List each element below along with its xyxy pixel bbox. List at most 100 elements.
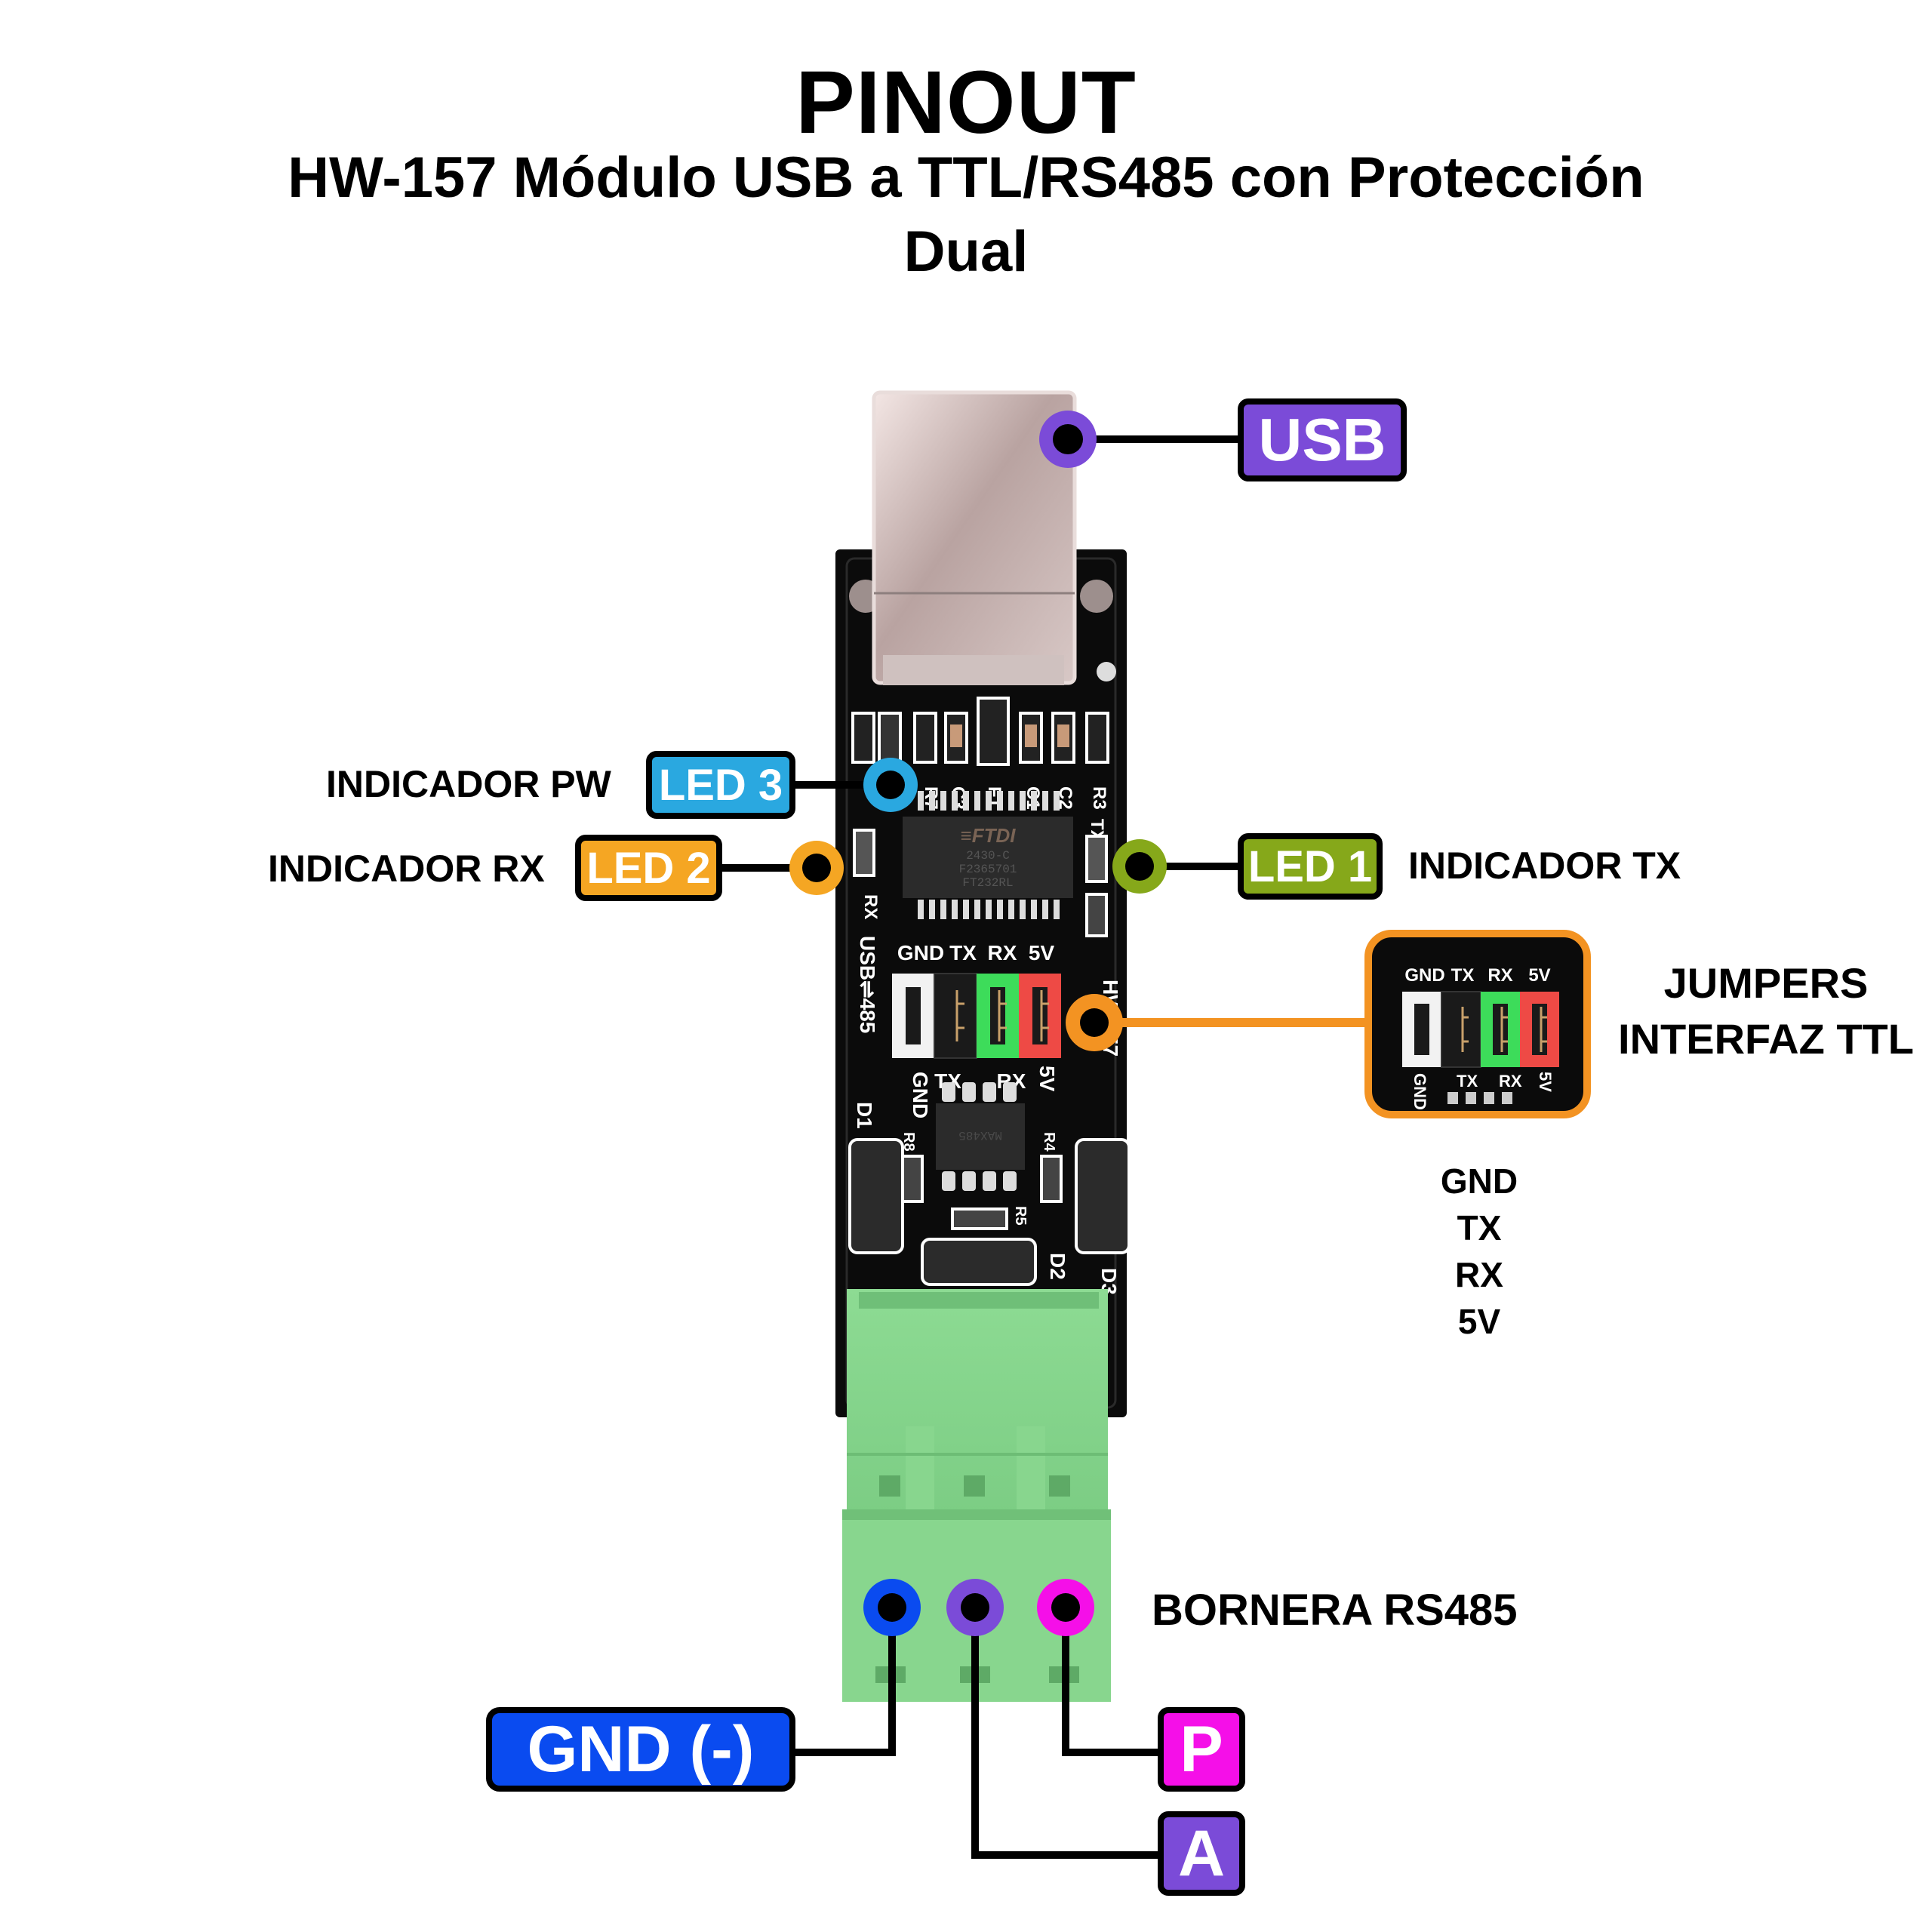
svg-text:D3: D3: [1097, 1268, 1121, 1295]
terminal-gnd-tag-text: GND (-): [527, 1712, 755, 1786]
resistor-r4: [1040, 1155, 1063, 1203]
svg-text:RX: RX: [997, 1069, 1026, 1093]
svg-text:R4: R4: [1041, 1132, 1057, 1152]
ftdi-chip: [903, 817, 1073, 898]
led3-tag-text: LED 3: [658, 760, 783, 810]
svg-text:5V: 5V: [1035, 1066, 1059, 1092]
svg-text:RX: RX: [1487, 965, 1512, 986]
svg-text:R5: R5: [1012, 1206, 1029, 1226]
jumper-pin-5v: 5V: [1457, 1302, 1501, 1341]
svg-text:D1: D1: [853, 1102, 876, 1129]
silkscreen-side-labels: USB⇌485 HW-157 GND TX RX 5V D1 D2 D3 R8 …: [853, 936, 1122, 1295]
svg-text:5V: 5V: [1029, 941, 1055, 964]
terminal-a-tag: A: [1158, 1811, 1245, 1896]
jumpers-title-line2: INTERFAZ TTL: [1618, 1015, 1914, 1063]
led1-description: INDICADOR TX: [1408, 844, 1681, 887]
usb-tag-text: USB: [1258, 406, 1386, 473]
svg-text:5V: 5V: [1528, 965, 1550, 986]
led1-tag-text: LED 1: [1247, 841, 1373, 891]
svg-text:TX: TX: [1087, 819, 1107, 842]
terminal-p-tag-text: P: [1180, 1712, 1223, 1786]
svg-text:≡FTDI: ≡FTDI: [961, 824, 1017, 847]
max485-pins: [942, 1082, 1017, 1191]
svg-text:HW-157: HW-157: [1099, 980, 1122, 1057]
svg-text:TX: TX: [1451, 965, 1475, 986]
svg-text:GND: GND: [909, 1072, 932, 1118]
svg-text:F1: F1: [984, 786, 1004, 808]
diode-d3: [1075, 1138, 1131, 1254]
jumper-gnd: [892, 974, 934, 1058]
jumpers-title: JUMPERS INTERFAZ TTL: [1600, 955, 1932, 1067]
jumper-marker: [1066, 994, 1123, 1051]
jumper-tx: [934, 973, 977, 1059]
svg-text:TX: TX: [1457, 1072, 1478, 1091]
max485-chip: [936, 1103, 1025, 1170]
svg-text:RX: RX: [1499, 1072, 1522, 1091]
ftdi-chip-pins: [918, 791, 1060, 919]
usb-marker: [1039, 411, 1097, 468]
svg-text:R8: R8: [900, 1132, 917, 1152]
svg-text:D2: D2: [1046, 1253, 1069, 1280]
usb-mount-tab-left: [849, 580, 882, 613]
jumper-rx: [977, 974, 1019, 1058]
svg-text:C1: C1: [1023, 786, 1043, 810]
svg-text:FT232RL: FT232RL: [962, 876, 1013, 890]
led1-marker: [1112, 839, 1167, 894]
svg-text:RX: RX: [860, 894, 881, 919]
led2-tag: LED 2: [575, 835, 722, 901]
jumper-5v: [1019, 974, 1061, 1058]
resistor-r1: [1085, 893, 1108, 937]
jumper-pin-gnd: GND: [1440, 1161, 1518, 1201]
svg-text:TX: TX: [949, 941, 977, 964]
led-tx: [1085, 835, 1108, 883]
usb-mount-tab-right: [1080, 580, 1113, 613]
svg-text:2430-C: 2430-C: [966, 849, 1010, 863]
max485-marking: MAX485: [958, 1128, 1002, 1142]
svg-text:F2365701: F2365701: [959, 863, 1017, 876]
terminal-a-tag-text: A: [1177, 1817, 1226, 1890]
led3-marker: [863, 758, 918, 812]
diode-d2: [921, 1238, 1037, 1286]
svg-text:5V: 5V: [1536, 1072, 1555, 1092]
jumper-pin-rx: RX: [1455, 1255, 1503, 1294]
led-rx: [853, 829, 875, 877]
led2-tag-text: LED 2: [586, 843, 711, 893]
page-title: PINOUT: [795, 53, 1137, 152]
pcb: [835, 549, 1127, 1417]
resistor-r8: [901, 1155, 924, 1203]
led3-description: INDICADOR PW: [326, 763, 611, 805]
page-subtitle: HW-157 Módulo USB a TTL/RS485 con Protec…: [288, 146, 1644, 210]
usb-tag: USB: [1238, 398, 1407, 481]
terminal-title: BORNERA RS485: [1152, 1586, 1518, 1635]
jumper-pin-list: GND TX RX 5V: [1404, 1158, 1555, 1345]
jumper-inset-illustration: GND TX RX 5V TX RX GND 5V: [1402, 965, 1559, 1110]
terminal-p-tag: P: [1158, 1707, 1245, 1792]
svg-text:C2: C2: [1055, 786, 1075, 810]
svg-text:GND: GND: [897, 941, 944, 964]
ftdi-chip-marking: ≡FTDI: [961, 824, 1017, 847]
usb-b-connector: [872, 390, 1077, 685]
svg-text:C3: C3: [948, 786, 968, 810]
resistor-r5: [951, 1208, 1008, 1230]
smd-component-row: [851, 697, 1109, 766]
svg-text:R7: R7: [921, 786, 941, 810]
led2-marker: [789, 841, 844, 895]
jumper-header-labels: GND TX RX 5V: [897, 941, 1055, 964]
terminal-gnd-marker: [863, 1579, 921, 1636]
jumpers-title-line1: JUMPERS: [1663, 959, 1869, 1007]
svg-text:GND: GND: [1411, 1073, 1429, 1110]
page-subtitle-line2: Dual: [903, 220, 1029, 284]
svg-text:RX: RX: [988, 941, 1017, 964]
terminal-gnd-tag: GND (-): [486, 1707, 795, 1792]
led3-tag: LED 3: [646, 751, 795, 819]
led2-description: INDICADOR RX: [268, 848, 545, 890]
svg-text:GND: GND: [1404, 965, 1444, 986]
led1-tag: LED 1: [1238, 833, 1383, 900]
jumper-inset: GND TX RX 5V TX RX GND 5V: [1364, 930, 1591, 1118]
svg-text:USB⇌485: USB⇌485: [856, 936, 879, 1033]
pcb-edge-outline: [845, 557, 1117, 1409]
mounting-hole: [1097, 662, 1116, 681]
terminal-p-marker: [1037, 1579, 1094, 1636]
svg-text:R3: R3: [1089, 786, 1109, 810]
callout-lines: [713, 435, 1245, 1859]
